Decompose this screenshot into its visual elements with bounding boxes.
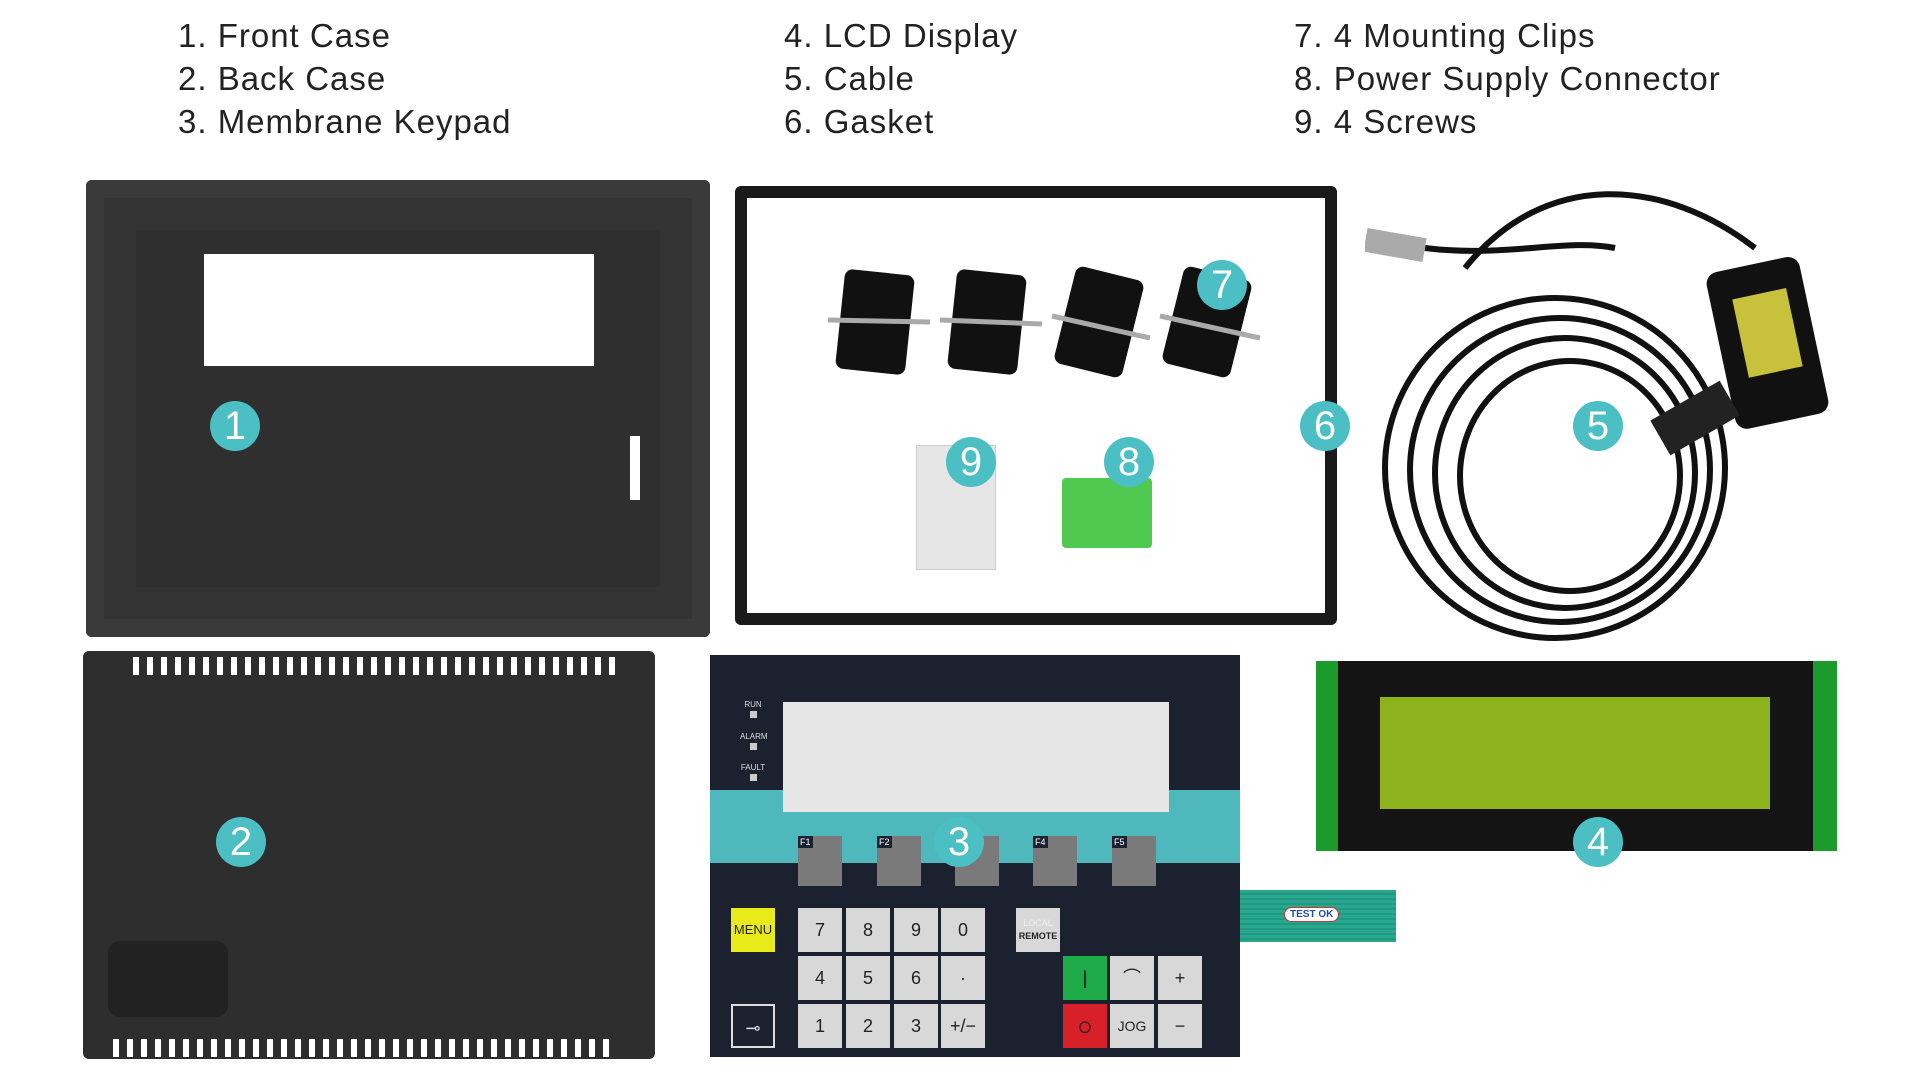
part-label: 5. Cable (784, 60, 915, 97)
num-key: 2 (846, 1004, 890, 1048)
parts-list-column-2: 4. LCD Display 5. Cable 6. Gasket (784, 14, 1018, 143)
badge-9: 9 (946, 437, 996, 487)
part-label: 1. Front Case (178, 17, 391, 54)
num-key: 6 (894, 956, 938, 1000)
decrease-key: − (1158, 1004, 1202, 1048)
front-case-window (204, 254, 594, 366)
badge-4: 4 (1573, 817, 1623, 867)
battery-cover (108, 941, 228, 1017)
part-label: 3. Membrane Keypad (178, 103, 512, 140)
led-fault: FAULT (740, 763, 766, 781)
part-label: 9. 4 Screws (1294, 103, 1478, 140)
badge-3: 3 (934, 817, 984, 867)
num-key: 5 (846, 956, 890, 1000)
lcd-screen (1380, 697, 1770, 809)
f2-key: F2 (877, 836, 921, 886)
part-label: 6. Gasket (784, 103, 935, 140)
part-label: 2. Back Case (178, 60, 387, 97)
parts-list-column-3: 7. 4 Mounting Clips 8. Power Supply Conn… (1294, 14, 1721, 143)
part-label: 7. 4 Mounting Clips (1294, 17, 1596, 54)
led-run: RUN (740, 700, 766, 718)
mounting-clips-image (827, 266, 1261, 378)
badge-1: 1 (210, 401, 260, 451)
key-icon: ⊸ (731, 1004, 775, 1048)
num-key: 0 (941, 908, 985, 952)
front-case-slot (630, 436, 640, 500)
badge-5: 5 (1573, 401, 1623, 451)
jog-key: JOG (1110, 1004, 1154, 1048)
display-window (783, 702, 1169, 812)
num-key: 3 (894, 1004, 938, 1048)
led-label: ALARM (740, 732, 768, 741)
num-key: 7 (798, 908, 842, 952)
num-key: · (941, 956, 985, 1000)
test-ok-label: TEST OK (1284, 907, 1340, 922)
f5-key: F5 (1112, 836, 1156, 886)
num-key: +/− (941, 1004, 985, 1048)
power-connector-image (1062, 478, 1152, 548)
menu-key: MENU (731, 908, 775, 952)
num-key: 4 (798, 956, 842, 1000)
badge-6: 6 (1300, 401, 1350, 451)
led-alarm: ALARM (740, 732, 768, 750)
num-key: 1 (798, 1004, 842, 1048)
cable-image (1365, 191, 1829, 641)
ribbon-cable: TEST OK (1240, 890, 1396, 942)
led-label: RUN (744, 700, 762, 709)
badge-7: 7 (1197, 260, 1247, 310)
vent-slots (113, 1039, 613, 1057)
part-label: 4. LCD Display (784, 17, 1019, 54)
f4-key: F4 (1033, 836, 1077, 886)
stop-key: ○ (1063, 1004, 1107, 1048)
num-key: 8 (846, 908, 890, 952)
num-key: 9 (894, 908, 938, 952)
part-label: 8. Power Supply Connector (1294, 60, 1721, 97)
parts-list-column-1: 1. Front Case 2. Back Case 3. Membrane K… (178, 14, 512, 143)
vent-slots (133, 657, 623, 675)
lcd-display-image (1316, 661, 1837, 851)
led-label: FAULT (740, 763, 766, 772)
front-case-image (86, 180, 710, 637)
membrane-keypad-image: RUN ALARM FAULT F1 F2 F4 F5 MENU ⊸ 7 8 9… (710, 655, 1240, 1057)
start-key: | (1063, 956, 1107, 1000)
badge-2: 2 (216, 817, 266, 867)
gasket-image (735, 186, 1337, 625)
badge-8: 8 (1104, 437, 1154, 487)
back-case-image (83, 651, 655, 1059)
reverse-key: ⌒ (1110, 956, 1154, 1000)
increase-key: + (1158, 956, 1202, 1000)
f1-key: F1 (798, 836, 842, 886)
